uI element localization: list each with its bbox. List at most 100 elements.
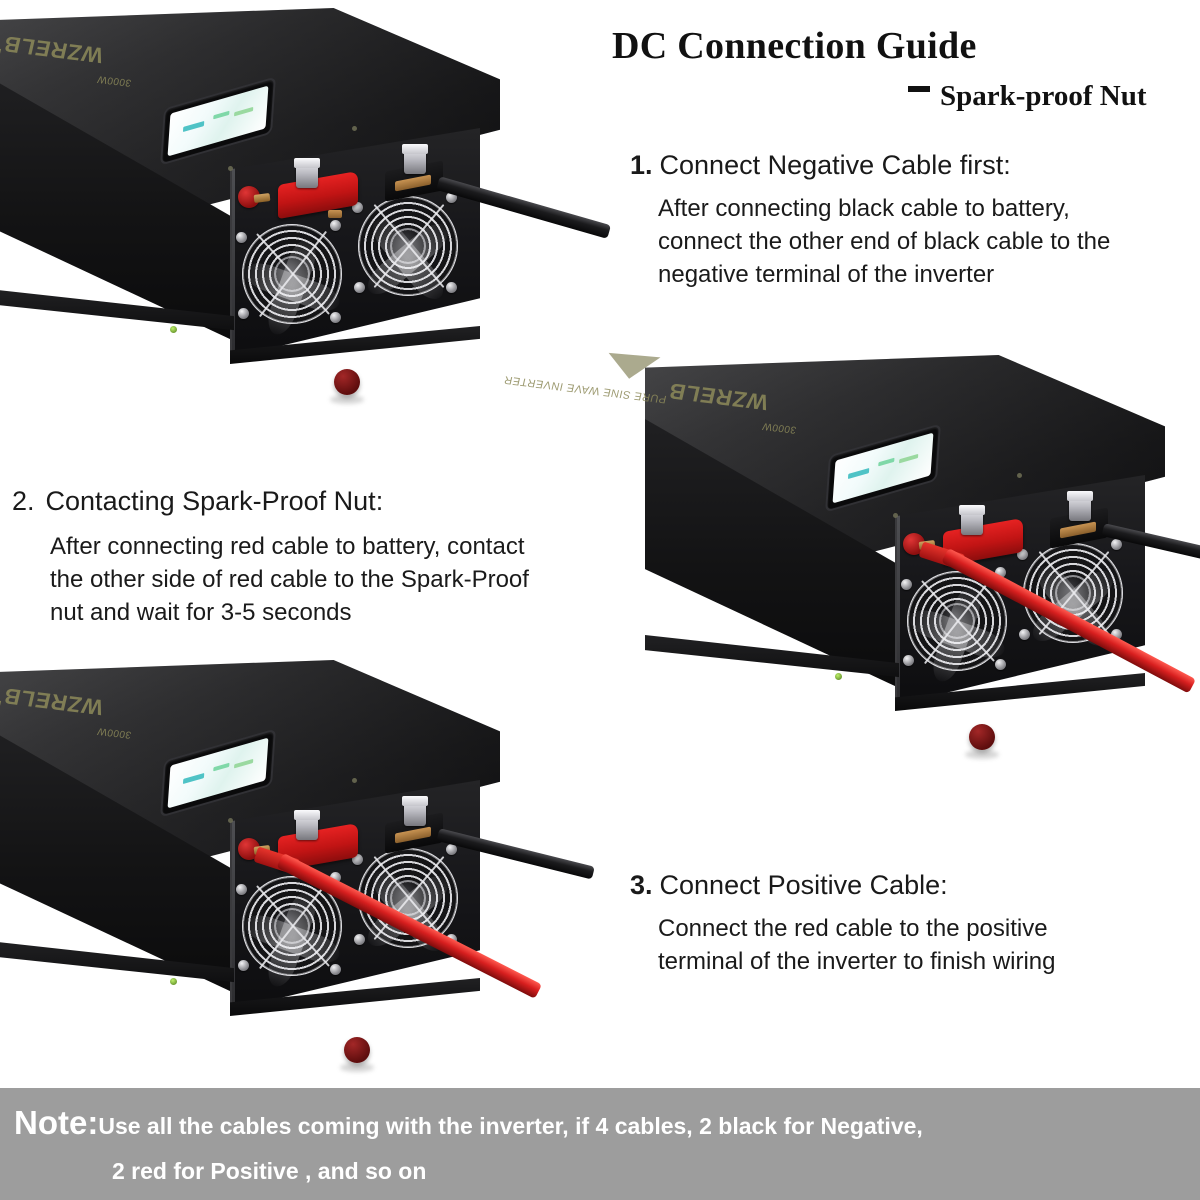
fan-screw — [1111, 539, 1122, 550]
fan-screw — [354, 934, 365, 945]
positive-terminal-nut — [294, 158, 320, 168]
lcd-reading-3 — [233, 758, 254, 769]
fan-grill — [240, 876, 344, 991]
loose-red-cap — [344, 1037, 370, 1063]
front-panel-edge — [232, 780, 235, 1010]
step-1-heading: 1. Connect Negative Cable first: — [630, 150, 1110, 181]
lcd-reading-2 — [213, 111, 230, 120]
status-led — [835, 673, 842, 680]
red-cap-shadow — [965, 750, 999, 759]
step-3: 3. Connect Positive Cable: Connect the r… — [630, 870, 1056, 978]
note-line-2: 2 red for Positive , and so on — [112, 1158, 427, 1184]
step-3-body-line: terminal of the inverter to finish wirin… — [658, 948, 1056, 975]
fan-screw — [446, 192, 457, 203]
fan-screw — [995, 567, 1006, 578]
step-1-body-line: connect the other end of black cable to … — [658, 228, 1111, 255]
subtitle-dash-icon — [908, 86, 930, 92]
brand-logo-icon — [603, 352, 661, 381]
lcd-reading-3 — [898, 453, 919, 464]
positive-terminal-washer — [328, 210, 342, 218]
fan-screw — [238, 308, 249, 319]
step-2-body-line: After connecting red cable to battery, c… — [50, 533, 525, 560]
step-2-body-line: nut and wait for 3-5 seconds — [50, 599, 352, 626]
negative-terminal-nut — [1067, 491, 1093, 501]
chassis-screw — [228, 818, 233, 823]
note-line-1: Note:Use all the cables coming with the … — [14, 1104, 923, 1142]
positive-terminal-bolt — [961, 509, 983, 535]
lcd-reading-3 — [233, 106, 254, 117]
status-led — [170, 326, 177, 333]
step-2-body-line: the other side of red cable to the Spark… — [50, 566, 529, 593]
inverter-figure-step1: WZRELB PURE SINE WAVE INVERTER 3000W — [0, 8, 612, 408]
fan-screw — [330, 220, 341, 231]
brand-markings — [603, 352, 661, 381]
red-cap-shadow — [340, 1063, 374, 1072]
inverter-figure-step2: WZRELB PURE SINE WAVE INVERTER 3000W — [503, 352, 1200, 755]
loose-red-cap — [334, 369, 360, 395]
lcd-reading-1 — [182, 120, 205, 132]
step-1-body-line: negative terminal of the inverter — [658, 261, 995, 288]
chassis-screw — [352, 126, 357, 131]
note-banner: Note:Use all the cables coming with the … — [0, 1088, 1200, 1200]
positive-terminal-nut — [294, 810, 320, 820]
red-cap-shadow — [330, 395, 364, 404]
step-3-title: Connect Positive Cable: — [659, 870, 948, 900]
lcd-reading-2 — [213, 763, 230, 772]
fan-screw — [446, 282, 457, 293]
lcd-reading-2 — [878, 458, 895, 467]
page-title: DC Connection Guide — [612, 25, 977, 67]
fan-screw — [330, 872, 341, 883]
negative-terminal-nut — [402, 144, 428, 154]
fan-screw — [352, 202, 363, 213]
step-1-body: After connecting black cable to battery,… — [658, 192, 1110, 291]
step-3-number: 3. — [630, 870, 653, 900]
negative-terminal-bolt — [404, 148, 426, 174]
fan-screw — [903, 655, 914, 666]
chassis-screw — [893, 513, 898, 518]
negative-terminal-bolt — [1069, 495, 1091, 521]
positive-terminal-nut — [959, 505, 985, 515]
inverter-figure-step3: WZRELB PURE SINE WAVE INVERTER 3000W — [0, 660, 595, 1060]
positive-terminal-bolt — [296, 814, 318, 840]
fan-screw — [236, 884, 247, 895]
step-3-body: Connect the red cable to the positive te… — [658, 912, 1056, 978]
note-text-1: Use all the cables coming with the inver… — [98, 1113, 923, 1139]
status-led — [170, 978, 177, 985]
step-2-number: 2. — [12, 486, 35, 516]
front-panel-edge — [897, 475, 900, 705]
fan-screw — [1017, 549, 1028, 560]
fan-screw — [354, 282, 365, 293]
note-label: Note: — [14, 1104, 99, 1141]
fan-grill — [240, 224, 344, 339]
fan-screw — [330, 312, 341, 323]
page-subtitle: Spark-proof Nut — [940, 80, 1147, 112]
fan-screw — [446, 844, 457, 855]
chassis-screw — [352, 778, 357, 783]
step-3-heading: 3. Connect Positive Cable: — [630, 870, 1056, 901]
fan-grill — [358, 196, 458, 306]
fan-screw — [352, 854, 363, 865]
step-2-body: After connecting red cable to battery, c… — [50, 530, 529, 629]
step-2-title: Contacting Spark-Proof Nut: — [45, 486, 384, 516]
lcd-reading-1 — [847, 467, 870, 479]
negative-terminal-nut — [402, 796, 428, 806]
chassis-screw — [1017, 473, 1022, 478]
step-1-number: 1. — [630, 150, 653, 180]
fan-screw — [238, 960, 249, 971]
negative-terminal-bolt — [404, 800, 426, 826]
fan-screw — [1019, 629, 1030, 640]
fan-screw — [1111, 629, 1122, 640]
fan-screw — [236, 232, 247, 243]
lcd-reading-1 — [182, 772, 205, 784]
step-2: 2. Contacting Spark-Proof Nut: After con… — [12, 486, 529, 629]
cooling-fan-left — [236, 220, 344, 339]
fan-screw — [901, 579, 912, 590]
step-1: 1. Connect Negative Cable first: After c… — [630, 150, 1110, 291]
step-1-title: Connect Negative Cable first: — [659, 150, 1011, 180]
step-1-body-line: After connecting black cable to battery, — [658, 195, 1070, 222]
loose-red-cap — [969, 724, 995, 750]
step-2-heading: 2. Contacting Spark-Proof Nut: — [12, 486, 529, 517]
front-panel-edge — [232, 128, 235, 358]
fan-screw — [330, 964, 341, 975]
